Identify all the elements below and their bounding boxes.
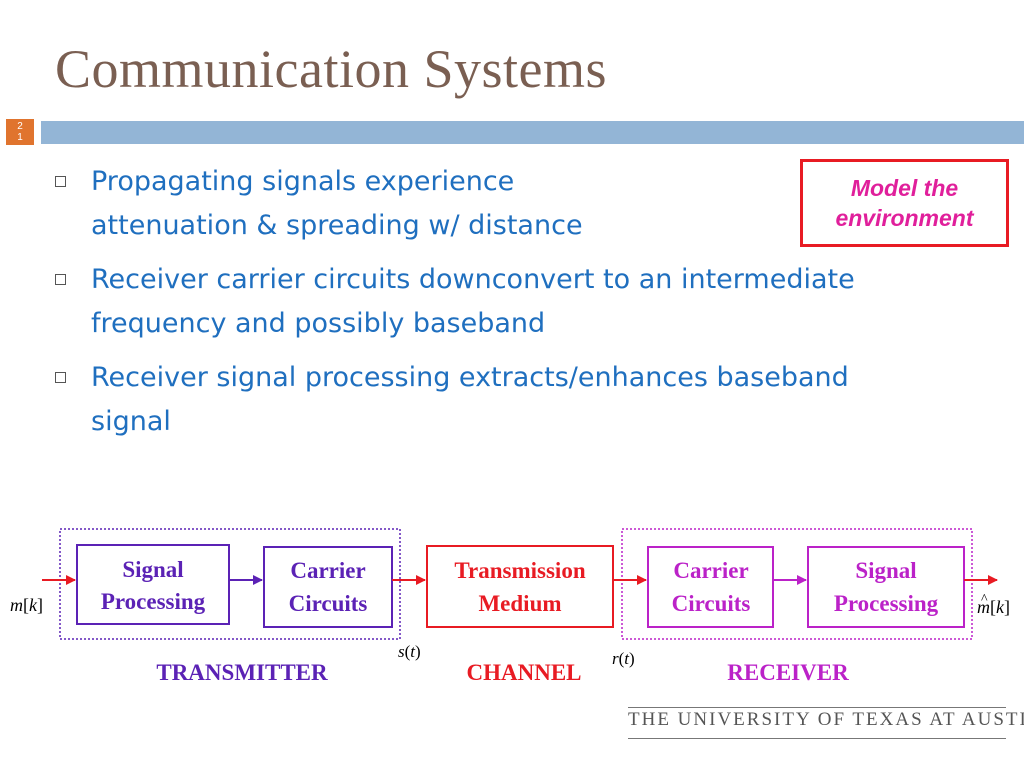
input-label: m[k] [10,595,43,615]
slide-number-line2: 1 [17,132,23,143]
bullet-item: Propagating signals experience attenuati… [55,160,955,248]
slide-title: Communication Systems [55,39,608,99]
transmitter-group [59,528,401,640]
rx-carrier-circuits-block [647,546,774,628]
transmission-medium-block [426,545,614,628]
tx-signal-processing-line1: Signal [122,557,183,582]
logo-top-rule [628,707,1006,708]
rx-signal-processing-line1: Signal [855,558,916,583]
channel-label: CHANNEL [466,660,581,685]
rx-signal-processing-block [807,546,965,628]
square-bullet-icon [55,372,66,383]
rx-carrier-line1: Carrier [673,558,748,583]
receiver-group [621,528,973,640]
rx-signal-processing-line2: Processing [834,591,939,616]
bullet-list: Propagating signals experience attenuati… [55,160,955,454]
receiver-label: RECEIVER [727,660,849,685]
bullet-line: Receiver signal processing extracts/enha… [91,362,849,393]
tx-carrier-line1: Carrier [290,558,365,583]
medium-line2: Medium [478,591,561,616]
square-bullet-icon [55,176,66,187]
bullet-item: Receiver signal processing extracts/enha… [55,356,955,444]
output-hat: ^ [981,592,988,607]
rx-signal-label: r(t) [612,649,635,668]
slide-number: 2 1 [6,119,34,145]
bullet-line: attenuation & spreading w/ distance [91,210,583,241]
title-accent-bar [41,121,1024,144]
rx-carrier-line2: Circuits [672,591,751,616]
bullet-line: signal [91,406,171,437]
logo-text: THE UNIVERSITY OF TEXAS AT AUSTIN [628,709,1024,730]
tx-carrier-circuits-block [263,546,393,628]
callout-line: environment [835,205,974,231]
square-bullet-icon [55,274,66,285]
medium-line1: Transmission [454,558,585,583]
university-logo: THE UNIVERSITY OF TEXAS AT AUSTIN [628,707,1024,741]
callout-box: Model the environment [800,159,1009,247]
bullet-line: Propagating signals experience [91,166,515,197]
slide-number-line1: 2 [17,121,23,132]
bullet-line: Receiver carrier circuits downconvert to… [91,264,855,295]
transmitter-label: TRANSMITTER [156,660,328,685]
tx-signal-processing-line2: Processing [101,589,206,614]
bullet-line: frequency and possibly baseband [91,308,546,339]
tx-signal-processing-block [76,544,230,625]
bullet-item: Receiver carrier circuits downconvert to… [55,258,955,346]
tx-carrier-line2: Circuits [289,591,368,616]
logo-bottom-rule [628,738,1006,739]
callout-line: Model the [850,175,959,201]
output-label: m[k] [977,597,1010,617]
tx-signal-label: s(t) [398,642,421,661]
